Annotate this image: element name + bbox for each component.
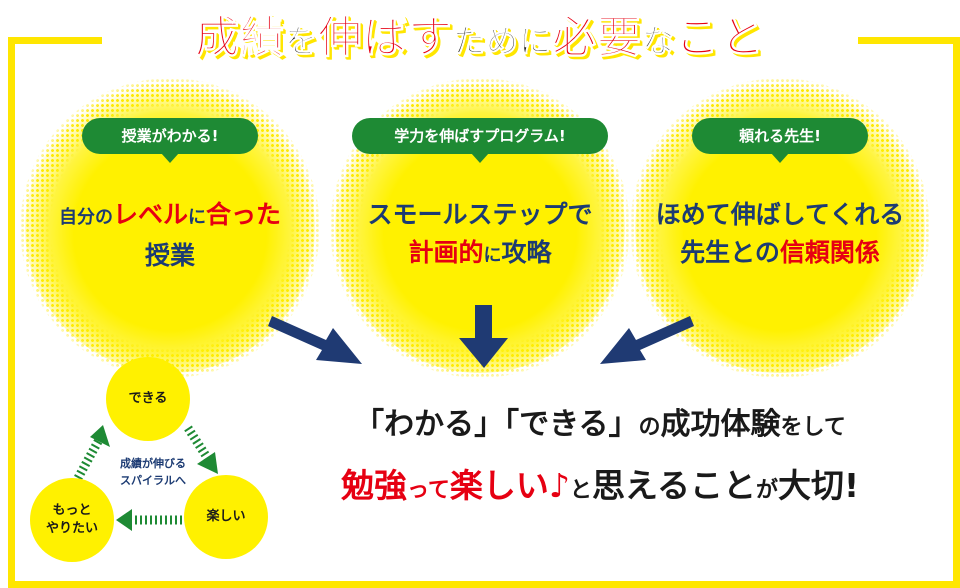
- text-span: 成功体験: [660, 407, 781, 442]
- text-span: 先生との: [680, 238, 780, 267]
- text-span: 信頼関係: [779, 238, 880, 267]
- text-span: に: [188, 207, 206, 228]
- text-span: って: [406, 478, 450, 503]
- text-span: レベル: [112, 200, 188, 229]
- title-part: こと: [675, 12, 766, 64]
- text-span: 楽しい♪: [449, 466, 570, 505]
- text-span: 合った: [206, 200, 282, 229]
- text-span: 思えること: [591, 466, 756, 505]
- arrow-down-left-icon: [600, 316, 694, 364]
- text-line: もっと: [52, 503, 92, 518]
- text-line: やりたい: [45, 521, 98, 536]
- text-span: と: [569, 478, 592, 503]
- text-line: 成績が伸びる: [120, 457, 186, 470]
- bubble-line: スモールステップで: [367, 200, 593, 229]
- text-span: の: [638, 415, 661, 440]
- cycle-text: もっとやりたい: [46, 502, 98, 538]
- title-part: な: [641, 22, 676, 61]
- bubble-text-3: ほめて伸ばしてくれる 先生との信頼関係: [630, 196, 930, 272]
- arrow-down-right-icon: [268, 316, 362, 364]
- text-span: 大切!: [777, 466, 860, 505]
- cycle-circle-fun: 楽しい: [184, 475, 268, 559]
- text-line: スパイラルへ: [120, 474, 186, 487]
- cycle-circle-want-more: もっとやりたい: [30, 478, 114, 562]
- text-span: 勉強: [340, 466, 407, 505]
- bubble-tag-understand: 授業がわかる!: [82, 118, 258, 163]
- text-span: 攻略: [501, 238, 552, 267]
- bubble-line: 計画的に攻略: [330, 234, 630, 275]
- title-part: を: [284, 22, 318, 61]
- main-title: 成績を伸ばすために必要なこと: [0, 8, 960, 71]
- title-part: ために: [452, 22, 552, 61]
- text-span: 「わかる」「できる」: [354, 407, 639, 442]
- title-part: 成績: [194, 12, 285, 64]
- bubble-line: 授業: [144, 241, 195, 270]
- cycle-center-label: 成績が伸びる スパイラルへ: [103, 455, 203, 489]
- message-line-2: 勉強って楽しい♪と思えることが大切!: [270, 462, 930, 515]
- arrow-down-icon: [459, 305, 508, 368]
- arrowhead-icon: [90, 425, 110, 447]
- bubble-line: ほめて伸ばしてくれる: [655, 200, 905, 229]
- text-span: をして: [780, 415, 846, 440]
- title-backdrop: [102, 6, 858, 72]
- title-part: 伸ば: [317, 12, 408, 64]
- bubble-line: 自分のレベルに合った: [20, 196, 320, 237]
- title-part: す: [407, 12, 453, 64]
- bubble-tag-program: 学力を伸ばすプログラム!: [352, 118, 608, 163]
- arrowhead-icon: [116, 509, 132, 531]
- text-span: 計画的: [408, 238, 484, 267]
- text-span: 自分の: [58, 207, 113, 228]
- cycle-arrow-up-icon: [74, 435, 104, 481]
- cycle-arrow-down-icon: [184, 425, 214, 465]
- bubble-text-2: スモールステップで 計画的に攻略: [330, 196, 630, 275]
- message-line-1: 「わかる」「できる」の成功体験をして: [270, 405, 930, 448]
- bubble-line: 先生との信頼関係: [630, 234, 930, 272]
- text-span: が: [755, 478, 778, 503]
- bubble-text-1: 自分のレベルに合った 授業: [20, 196, 320, 275]
- cycle-circle-can-do: できる: [106, 357, 190, 441]
- arrowhead-icon: [197, 452, 218, 474]
- bubble-tag-teacher: 頼れる先生!: [692, 118, 868, 163]
- text-span: に: [483, 245, 502, 266]
- title-part: 必要: [552, 12, 642, 64]
